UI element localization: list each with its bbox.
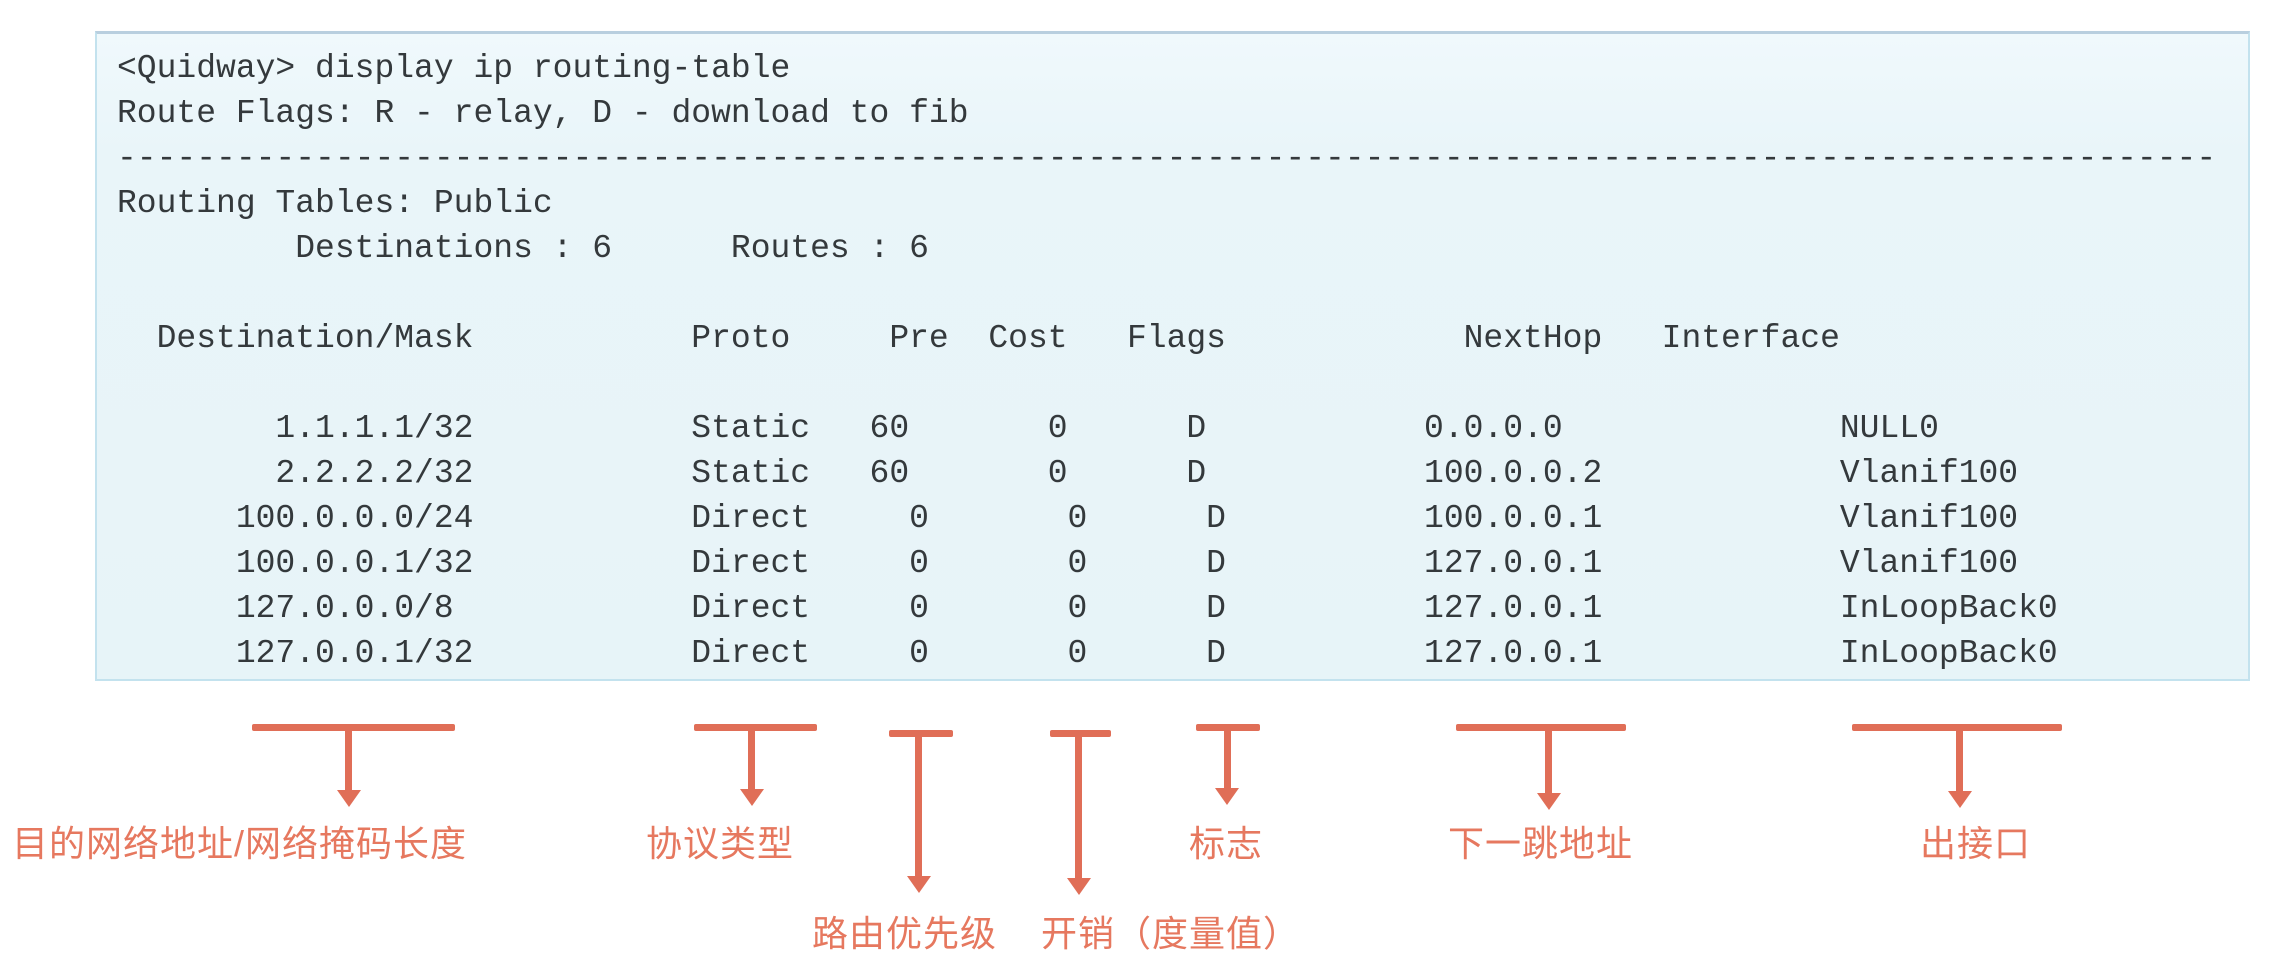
terminal-line-command: <Quidway> display ip routing-table bbox=[117, 50, 791, 87]
arrow-stem bbox=[1224, 724, 1231, 788]
table-row: 127.0.0.1/32 Direct 0 0 D 127.0.0.1 InLo… bbox=[117, 635, 2058, 672]
terminal-line-blank bbox=[117, 361, 2216, 406]
arrow-bar bbox=[252, 724, 455, 731]
arrow-head bbox=[1537, 793, 1561, 810]
arrow-stem bbox=[1956, 724, 1963, 791]
arrow-stem bbox=[915, 730, 922, 876]
arrow-head bbox=[1948, 791, 1972, 808]
terminal-line-header: Destination/Mask Proto Pre Cost Flags Ne… bbox=[117, 320, 1840, 357]
arrow-head bbox=[1215, 788, 1239, 805]
table-row: 2.2.2.2/32 Static 60 0 D 100.0.0.2 Vlani… bbox=[117, 455, 2019, 492]
table-row: 127.0.0.0/8 Direct 0 0 D 127.0.0.1 InLoo… bbox=[117, 590, 2058, 627]
arrow-head bbox=[740, 789, 764, 806]
terminal-line-route-flags: Route Flags: R - relay, D - download to … bbox=[117, 95, 969, 132]
arrow-stem bbox=[748, 724, 755, 789]
table-row: 100.0.0.1/32 Direct 0 0 D 127.0.0.1 Vlan… bbox=[117, 545, 2019, 582]
annotation-out-interface: 出接口 bbox=[1920, 823, 2032, 864]
annotation-flags: 标志 bbox=[1189, 823, 1264, 864]
arrow-stem bbox=[1545, 724, 1552, 793]
terminal-line-blank bbox=[117, 271, 2216, 316]
terminal-line-divider: ----------------------------------------… bbox=[117, 140, 2217, 177]
terminal-line-counts: Destinations : 6 Routes : 6 bbox=[117, 230, 929, 267]
annotation-route-priority: 路由优先级 bbox=[812, 913, 998, 954]
table-row: 100.0.0.0/24 Direct 0 0 D 100.0.0.1 Vlan… bbox=[117, 500, 2019, 537]
arrow-head bbox=[907, 876, 931, 893]
arrow-bar bbox=[694, 724, 817, 731]
annotation-protocol-type: 协议类型 bbox=[646, 823, 795, 864]
annotation-destination-mask: 目的网络地址/网络掩码长度 bbox=[12, 823, 468, 864]
arrow-head bbox=[337, 790, 361, 807]
terminal-line-tables: Routing Tables: Public bbox=[117, 185, 553, 222]
table-row: 1.1.1.1/32 Static 60 0 D 0.0.0.0 NULL0 bbox=[117, 410, 1939, 447]
arrow-stem bbox=[1075, 730, 1082, 878]
arrow-stem bbox=[345, 724, 352, 790]
arrow-head bbox=[1067, 878, 1091, 895]
annotation-next-hop: 下一跳地址 bbox=[1448, 823, 1634, 864]
arrow-bar bbox=[1456, 724, 1626, 731]
annotation-cost-metric: 开销（度量值） bbox=[1041, 913, 1301, 954]
